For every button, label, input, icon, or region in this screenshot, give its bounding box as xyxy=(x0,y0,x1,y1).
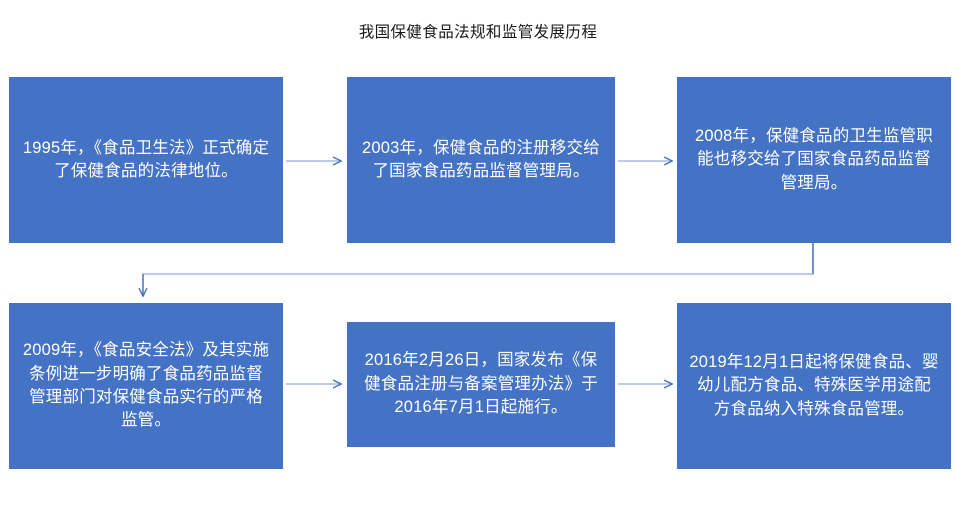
flow-node-2016-text: 2016年2月26日，国家发布《保健食品注册与备案管理办法》于2016年7月1日… xyxy=(364,351,598,417)
page-title: 我国保健食品法规和监管发展历程 xyxy=(358,24,598,41)
flow-node-2009-text: 2009年，《食品安全法》及其实施条例进一步明确了食品药品监督管理部门对保健食品… xyxy=(22,341,270,430)
flow-node-2019[interactable]: 2019年12月1日起将保健食品、婴幼儿配方食品、特殊医学用途配方食品纳入特殊食… xyxy=(677,303,951,469)
arrow-node3-to-node4 xyxy=(143,243,814,296)
flow-node-1995[interactable]: 1995年，《食品卫生法》正式确定了保健食品的法律地位。 xyxy=(9,77,283,243)
flow-node-2016[interactable]: 2016年2月26日，国家发布《保健食品注册与备案管理办法》于2016年7月1日… xyxy=(347,322,615,447)
flow-node-1995-text: 1995年，《食品卫生法》正式确定了保健食品的法律地位。 xyxy=(22,138,270,180)
flow-node-2019-text: 2019年12月1日起将保健食品、婴幼儿配方食品、特殊医学用途配方食品纳入特殊食… xyxy=(689,352,939,418)
flow-node-2003[interactable]: 2003年，保健食品的注册移交给了国家食品药品监督管理局。 xyxy=(347,77,615,243)
flow-node-2009[interactable]: 2009年，《食品安全法》及其实施条例进一步明确了食品药品监督管理部门对保健食品… xyxy=(9,303,283,469)
flow-node-2003-text: 2003年，保健食品的注册移交给了国家食品药品监督管理局。 xyxy=(362,138,600,180)
flow-node-2008-text: 2008年，保健食品的卫生监管职能也移交给了国家食品药品监督管理局。 xyxy=(695,126,933,192)
flow-node-2008[interactable]: 2008年，保健食品的卫生监管职能也移交给了国家食品药品监督管理局。 xyxy=(677,77,951,243)
